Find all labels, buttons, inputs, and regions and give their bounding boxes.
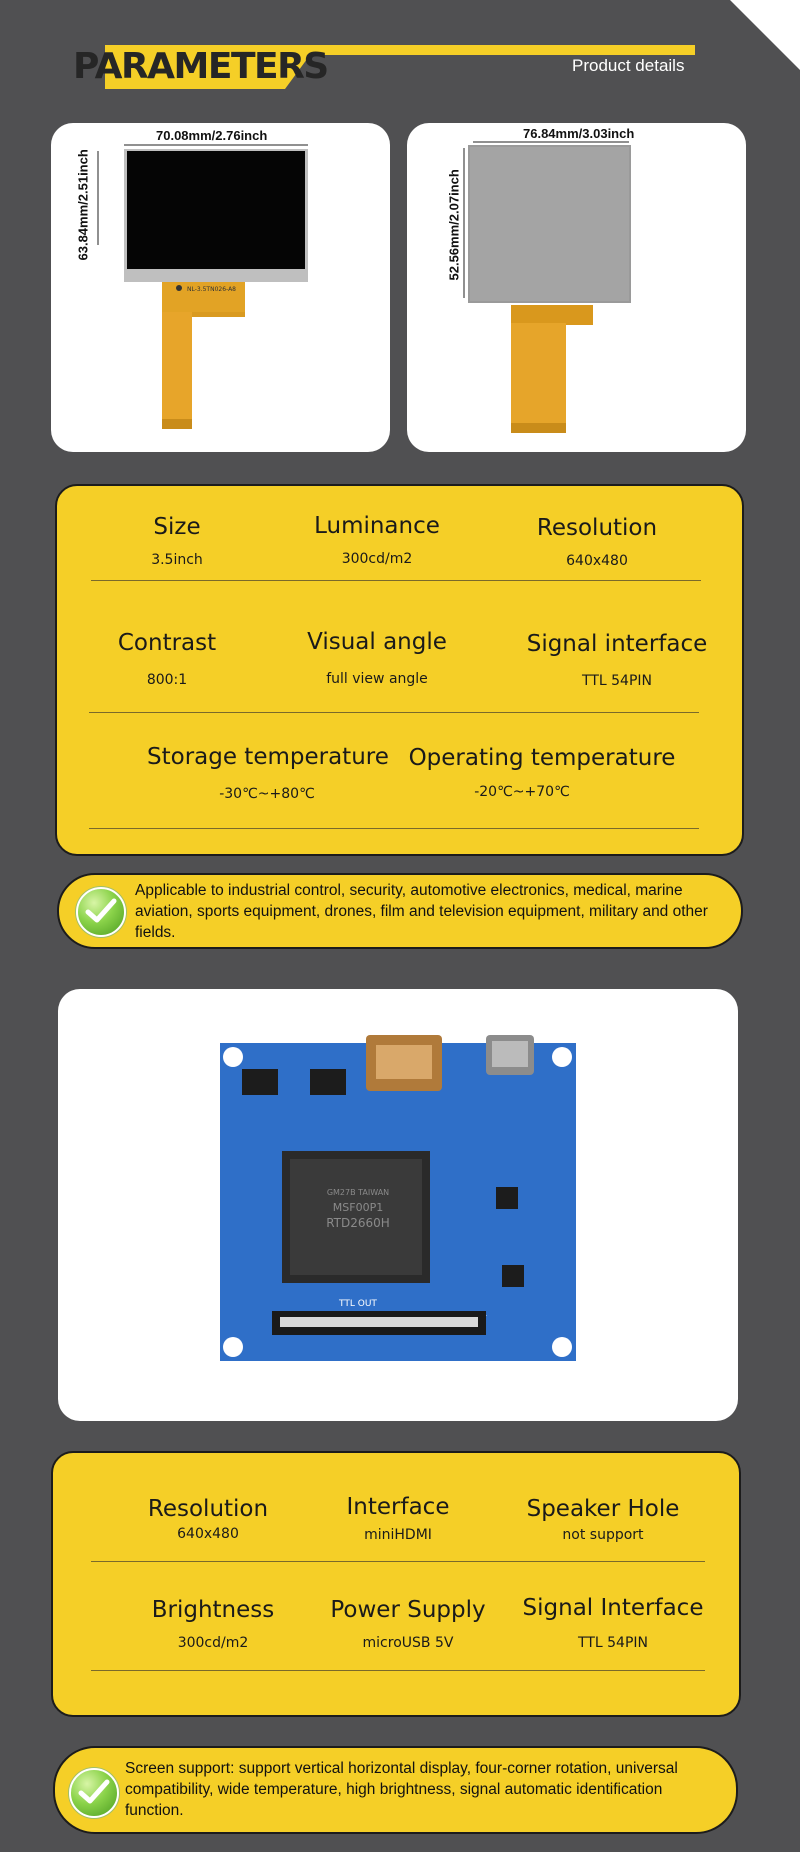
header-accent-bar [105,45,695,89]
spec-visual-angle: Visual angle full view angle [307,629,447,687]
spec-board-resolution: Resolution 640x480 [147,1496,269,1542]
application-note-text: Applicable to industrial control, securi… [135,882,708,941]
left-height-dimension: 63.84mm/2.51inch [75,149,91,261]
driver-board-illustration: RTD2660H MSF00P1 GM27B TAIWAN TTL OUT 1 … [220,1035,576,1361]
driver-board-photo: RTD2660H MSF00P1 GM27B TAIWAN TTL OUT 1 … [58,989,738,1421]
page-subtitle: Product details [572,56,685,75]
divider [91,1670,705,1671]
divider [91,1561,705,1562]
right-width-dimension: 76.84mm/3.03inch [523,126,635,141]
chip-text: RTD2660H [326,1216,390,1230]
lcd-back-illustration [463,141,631,433]
lcd-front-photo: NL-3.5TN026-A8 70.08mm/2.76inch 63.84mm/… [51,123,390,452]
support-note: Screen support: support vertical horizon… [53,1746,738,1834]
right-height-dimension: 52.56mm/2.07inch [446,169,462,281]
spec-contrast: Contrast 800:1 [117,630,217,688]
left-width-dimension: 70.08mm/2.76inch [156,128,268,143]
spec-power-supply: Power Supply microUSB 5V [330,1597,486,1651]
chip-text: GM27B TAIWAN [327,1188,389,1197]
fpc-label: NL-3.5TN026-A8 [187,286,236,293]
board-spec-panel: Resolution 640x480 Interface miniHDMI Sp… [51,1451,741,1717]
connector-label: TTL OUT [338,1299,377,1309]
divider [91,580,701,581]
divider [89,828,699,829]
corner-decoration [730,0,800,70]
spec-storage-temperature: Storage temperature -30℃~+80℃ [147,744,389,802]
spec-board-interface: Interface miniHDMI [346,1494,450,1543]
application-note: Applicable to industrial control, securi… [57,873,743,949]
spec-signal-interface: Signal interface TTL 54PIN [526,631,708,689]
spec-brightness: Brightness 300cd/m2 [151,1597,275,1651]
screen-spec-panel: Size 3.5inch Luminance 300cd/m2 Resoluti… [55,484,744,856]
spec-board-signal-interface: Signal Interface TTL 54PIN [522,1595,704,1651]
page-title: PARAMETERS [73,46,329,87]
divider [89,712,699,713]
spec-speaker-hole: Speaker Hole not support [526,1496,680,1543]
lcd-back-photo: 76.84mm/3.03inch 52.56mm/2.07inch [407,123,746,452]
lcd-front-illustration: NL-3.5TN026-A8 [97,144,308,429]
spec-operating-temperature: Operating temperature -20℃~+70℃ [408,745,676,800]
chip-text: MSF00P1 [333,1201,383,1214]
spec-size: Size 3.5inch [151,514,203,568]
spec-resolution: Resolution 640x480 [536,515,658,569]
check-icon [76,887,126,937]
support-note-text: Screen support: support vertical horizon… [125,1760,678,1819]
check-icon [69,1768,119,1818]
spec-luminance: Luminance 300cd/m2 [314,513,440,567]
